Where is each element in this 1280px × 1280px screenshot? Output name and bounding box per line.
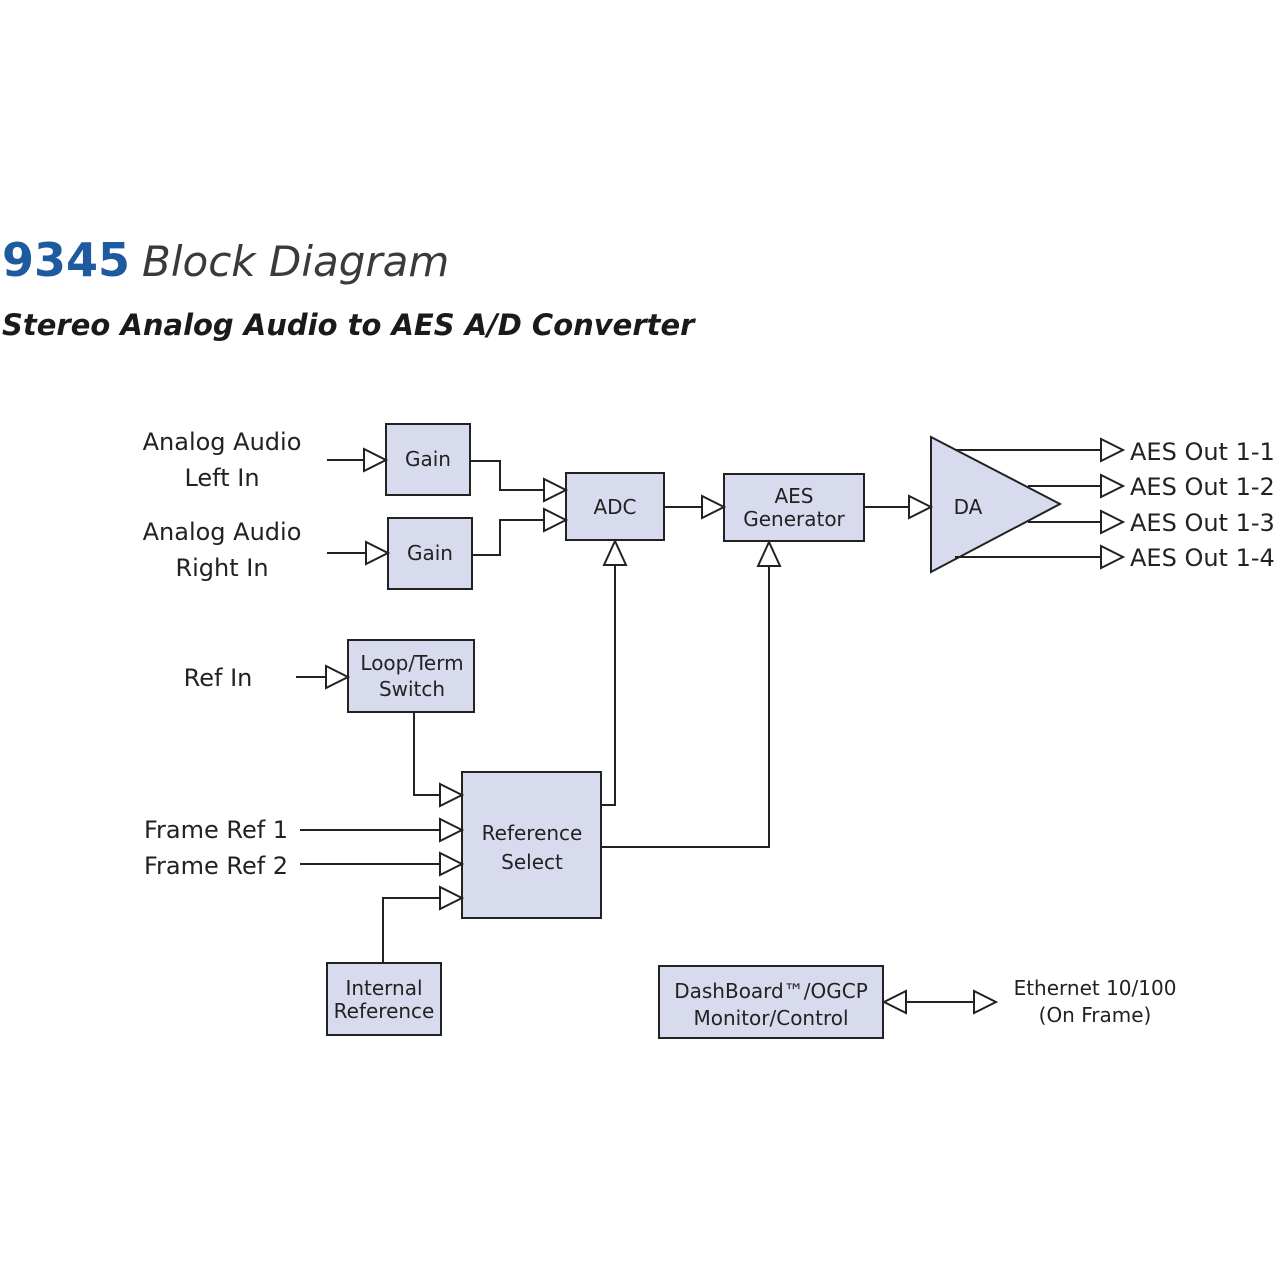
wire-refselect-to-aes (601, 564, 770, 848)
internal-reference-label-2: Reference (334, 999, 435, 1023)
arrow-ref-in (325, 664, 351, 690)
aes-generator-label-1: AES (774, 484, 813, 508)
arrow-aes-in (701, 494, 727, 520)
arrow-dashboard-in (881, 989, 907, 1015)
arrow-out-1-2 (1100, 473, 1126, 499)
wire-internal-ref (382, 897, 442, 963)
arrow-refselect-from-loop (439, 782, 465, 808)
dashboard-block (658, 965, 884, 1039)
output-aes-out-1-4: AES Out 1-4 (1130, 544, 1275, 572)
title-text: Block Diagram (142, 237, 449, 286)
da-label: DA (954, 495, 983, 519)
arrow-out-1-3 (1100, 509, 1126, 535)
adc-label: ADC (593, 495, 636, 519)
input-right-line-1: Analog Audio (143, 518, 302, 546)
gain-right-block (387, 517, 473, 590)
aes-generator-label-2: Generator (743, 507, 845, 531)
reference-select-label-1: Reference (482, 821, 583, 845)
loop-term-switch-block (347, 639, 475, 713)
wire-gain-right-to-adc (472, 519, 546, 556)
arrow-ethernet-out (973, 989, 999, 1015)
input-left-line-1: Analog Audio (143, 428, 302, 456)
loop-term-switch-label-1: Loop/Term (360, 651, 463, 675)
reference-select-block (461, 771, 602, 919)
ethernet-label-2: (On Frame) (1039, 1003, 1152, 1027)
signal-lines (296, 449, 1103, 1003)
arrow-da-in (908, 494, 934, 520)
da-amplifier-block (930, 435, 1063, 574)
arrow-refselect-frame-1 (439, 817, 465, 843)
input-right-line-2: Right In (175, 554, 268, 582)
arrow-out-1-1 (1100, 437, 1126, 463)
loop-term-switch-label-2: Switch (379, 677, 445, 701)
arrow-right-in (365, 540, 391, 566)
input-ref-in: Ref In (184, 664, 253, 692)
diagram-title: 9345 Block Diagram (2, 233, 449, 287)
reference-select-label-2: Select (501, 850, 563, 874)
ethernet-label-1: Ethernet 10/100 (1014, 976, 1177, 1000)
input-left-line-2: Left In (184, 464, 259, 492)
wire-gain-left-to-adc (470, 460, 546, 491)
dashboard-label-1: DashBoard™/OGCP (674, 979, 868, 1003)
arrow-refselect-internal (439, 885, 465, 911)
gain-right-label: Gain (407, 541, 453, 565)
output-aes-out-1-1: AES Out 1-1 (1130, 438, 1275, 466)
wire-loop-to-refselect (413, 712, 442, 796)
input-frame-ref-1: Frame Ref 1 (144, 816, 288, 844)
arrow-left-in (363, 447, 389, 473)
arrowheads (325, 437, 1126, 1015)
internal-reference-label-1: Internal (345, 976, 422, 1000)
arrow-aes-ref (756, 539, 782, 567)
wire-refselect-to-adc (601, 563, 616, 806)
title-model-number: 9345 (2, 233, 130, 287)
output-aes-out-1-3: AES Out 1-3 (1130, 509, 1275, 537)
dashboard-label-2: Monitor/Control (693, 1006, 848, 1030)
output-aes-out-1-2: AES Out 1-2 (1130, 473, 1275, 501)
arrow-refselect-frame-2 (439, 851, 465, 877)
arrow-out-1-4 (1100, 544, 1126, 570)
arrow-adc-in-left (543, 477, 569, 503)
diagram-subtitle: Stereo Analog Audio to AES A/D Converter (2, 308, 696, 342)
arrow-adc-ref (602, 538, 628, 566)
gain-left-label: Gain (405, 447, 451, 471)
input-frame-ref-2: Frame Ref 2 (144, 852, 288, 880)
arrow-adc-in-right (543, 507, 569, 533)
internal-reference-block (326, 962, 442, 1036)
